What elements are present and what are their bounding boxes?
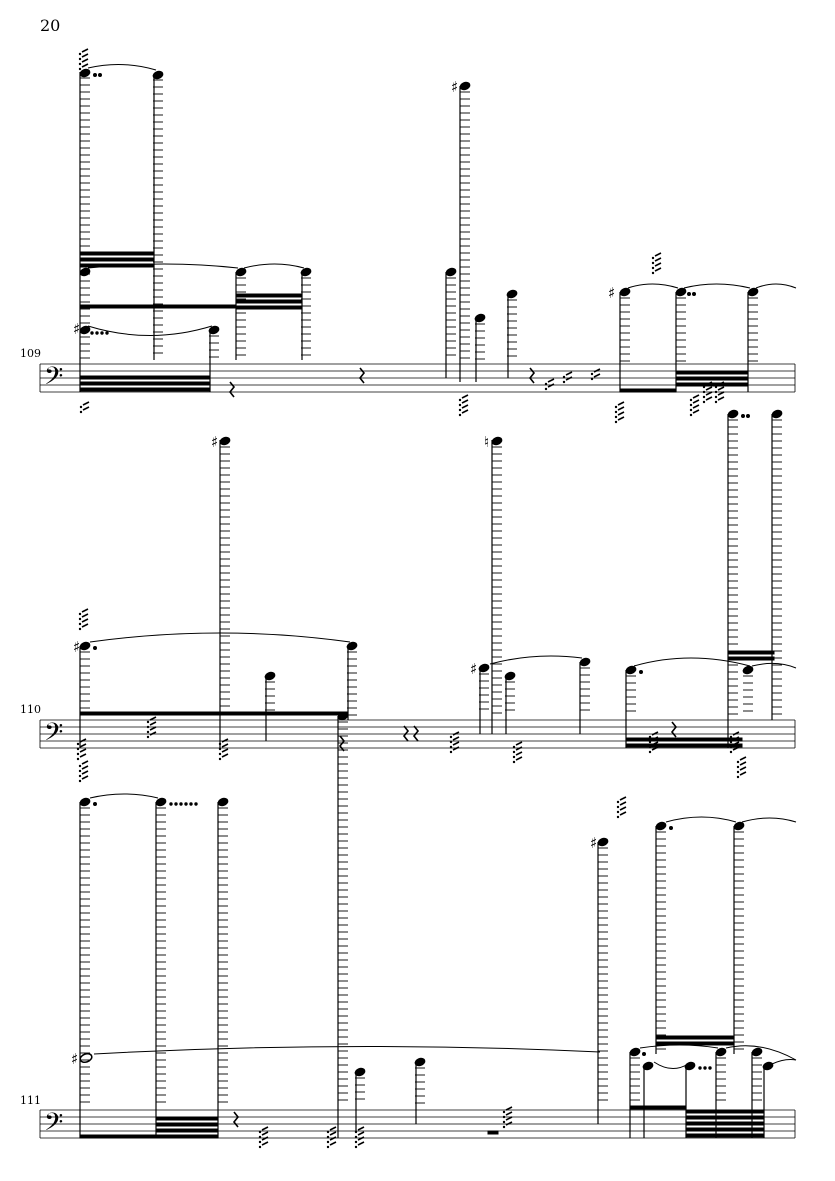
- ledger-lines: [626, 675, 636, 712]
- ledger-lines: [748, 297, 758, 362]
- sharp-icon: ♯: [73, 320, 80, 338]
- grace-flags-icon: [78, 48, 89, 71]
- ledger-lines: [598, 847, 608, 1101]
- ledger-lines: [630, 1057, 640, 1101]
- bass-clef-icon: 𝄢: [44, 1108, 63, 1143]
- grace-flags-icon: [258, 1126, 269, 1149]
- system-110-notes: [79, 409, 783, 752]
- sharp-icon: ♯: [71, 1050, 78, 1068]
- ledger-lines: [728, 419, 738, 715]
- measure-number: 110: [20, 703, 41, 716]
- ledger-lines: [492, 446, 502, 714]
- system-109-notes: [79, 68, 759, 398]
- ledger-lines: [80, 651, 90, 716]
- ledger-lines: [580, 667, 590, 711]
- ledger-lines: [209, 335, 219, 358]
- system-111-slurs: [89, 793, 797, 1069]
- measure-number: 111: [20, 1094, 41, 1107]
- grace-flags-icon: [146, 716, 157, 739]
- ledger-lines: [734, 831, 744, 1050]
- ledger-lines: [446, 277, 456, 356]
- sharp-icon: ♯: [211, 433, 218, 451]
- ledger-lines: [479, 673, 489, 710]
- ledger-lines: [220, 446, 230, 714]
- ledger-lines: [301, 277, 311, 356]
- grace-flags-icon: [544, 378, 555, 391]
- grace-flags-icon: [689, 394, 700, 417]
- ledger-lines: [676, 297, 686, 362]
- grace-flags-icon: [502, 1106, 513, 1129]
- ledger-lines: [347, 651, 357, 716]
- natural-icon: ♮: [484, 433, 489, 451]
- system-109-slurs: [87, 63, 797, 336]
- ledger-lines: [156, 807, 166, 1103]
- grace-flags-icon: [512, 741, 523, 764]
- ledger-lines: [505, 681, 515, 711]
- ledger-lines: [80, 807, 90, 1103]
- grace-flags-icon: [729, 731, 740, 754]
- ledger-lines: [218, 807, 228, 1103]
- grace-flags-icon: [79, 401, 90, 414]
- grace-flags-icon: [354, 1126, 365, 1149]
- system-110-slurs: [89, 632, 797, 669]
- grace-flags-icon: [614, 401, 625, 424]
- sharp-icon: ♯: [590, 834, 597, 852]
- ledger-lines: [772, 419, 782, 715]
- grace-flags-icon: [78, 608, 89, 631]
- ledger-lines: [80, 77, 90, 359]
- ledger-lines: [265, 681, 275, 711]
- ledger-lines: [236, 277, 246, 356]
- grace-flags-icon: [76, 738, 87, 761]
- grace-flags-icon: [651, 252, 662, 275]
- sharp-icon: ♯: [608, 284, 615, 302]
- ledger-lines: [338, 721, 348, 1101]
- bass-clef-icon: 𝄢: [44, 362, 63, 397]
- grace-flags-icon: [218, 738, 229, 761]
- bass-clef-icon: 𝄢: [44, 718, 63, 753]
- grace-flags-icon: [736, 756, 747, 779]
- ledger-lines: [507, 299, 517, 357]
- grace-flags-icon: [590, 368, 601, 381]
- grace-flags-icon: [648, 731, 659, 754]
- ledger-lines: [415, 1067, 425, 1104]
- grace-flags-icon: [78, 760, 89, 783]
- ledger-lines: [620, 297, 630, 362]
- ledger-lines: [355, 1077, 365, 1100]
- ledger-lines: [752, 1057, 762, 1101]
- sharp-icon: ♯: [470, 660, 477, 678]
- measure-number: 109: [20, 347, 41, 360]
- ledger-lines: [656, 831, 666, 1050]
- grace-flags-icon: [702, 381, 713, 404]
- page-number: 20: [40, 16, 61, 35]
- grace-flags-icon: [562, 371, 573, 384]
- sharp-icon: ♯: [73, 638, 80, 656]
- ledger-lines: [475, 323, 485, 360]
- ledger-lines: [460, 91, 470, 359]
- sharp-icon: ♯: [451, 78, 458, 96]
- grace-flags-icon: [449, 731, 460, 754]
- grace-flags-icon: [458, 394, 469, 417]
- staff-111: [39, 1109, 796, 1139]
- grace-flags-icon: [616, 796, 627, 819]
- system-111-notes: [79, 711, 774, 1139]
- ledger-lines: [153, 79, 163, 354]
- ledger-lines: [743, 675, 753, 712]
- grace-flags-icon: [326, 1126, 337, 1149]
- grace-flags-icon: [714, 381, 725, 404]
- ledger-lines: [716, 1057, 726, 1101]
